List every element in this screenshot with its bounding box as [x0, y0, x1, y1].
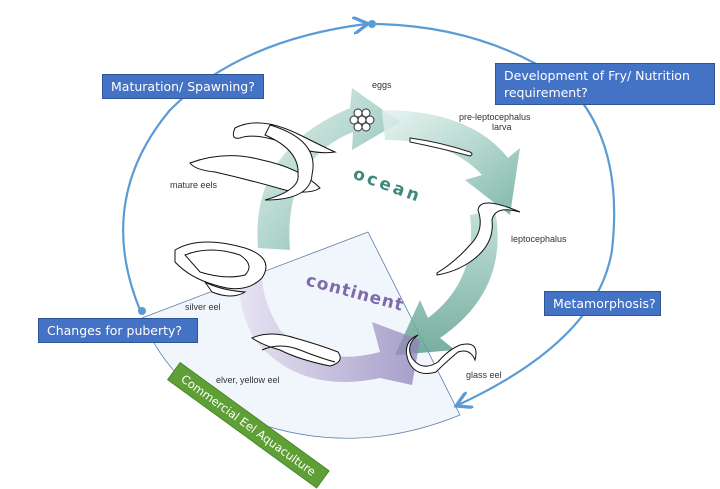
- ocean-arrow-right: [382, 110, 520, 215]
- continent-arrow: [239, 270, 420, 385]
- question-maturation-spawning: Maturation/ Spawning?: [102, 74, 264, 99]
- cycle-node-left: [138, 307, 146, 315]
- stage-label-mature-eels: mature eels: [170, 180, 218, 190]
- mature-eels-illustration: [189, 122, 337, 201]
- ocean-label: ocean: [350, 164, 424, 207]
- question-metamorphosis: Metamorphosis?: [544, 291, 661, 316]
- stage-label-elver: elver, yellow eel: [216, 375, 280, 385]
- silver-eel-illustration: [174, 241, 267, 297]
- outer-cycle-arc-right: [375, 22, 616, 405]
- stage-label-glass-eel: glass eel: [466, 370, 502, 380]
- pre-leptocephalus-illustration: [409, 137, 473, 157]
- leptocephalus-illustration: [436, 202, 521, 276]
- eel-lifecycle-diagram: ocean continent eggs pre-leptocephalus l…: [38, 0, 715, 489]
- stage-label-leptocephalus: leptocephalus: [511, 234, 567, 244]
- stage-label-larva: larva: [492, 122, 512, 132]
- question-development-of-fry: Development of Fry/ Nutrition requiremen…: [495, 63, 715, 105]
- question-changes-for-puberty: Changes for puberty?: [38, 318, 198, 343]
- eggs-illustration: [349, 108, 375, 132]
- cycle-node-top: [368, 20, 376, 28]
- diagram-canvas: ocean continent: [122, 0, 616, 439]
- stage-label-silver-eel: silver eel: [185, 302, 221, 312]
- outer-cycle-arc-top-left: [122, 24, 366, 311]
- elver-illustration: [250, 333, 341, 367]
- glass-eel-illustration: [405, 334, 477, 374]
- stage-label-pre-leptocephalus: pre-leptocephalus: [459, 112, 531, 122]
- stage-label-eggs: eggs: [372, 80, 392, 90]
